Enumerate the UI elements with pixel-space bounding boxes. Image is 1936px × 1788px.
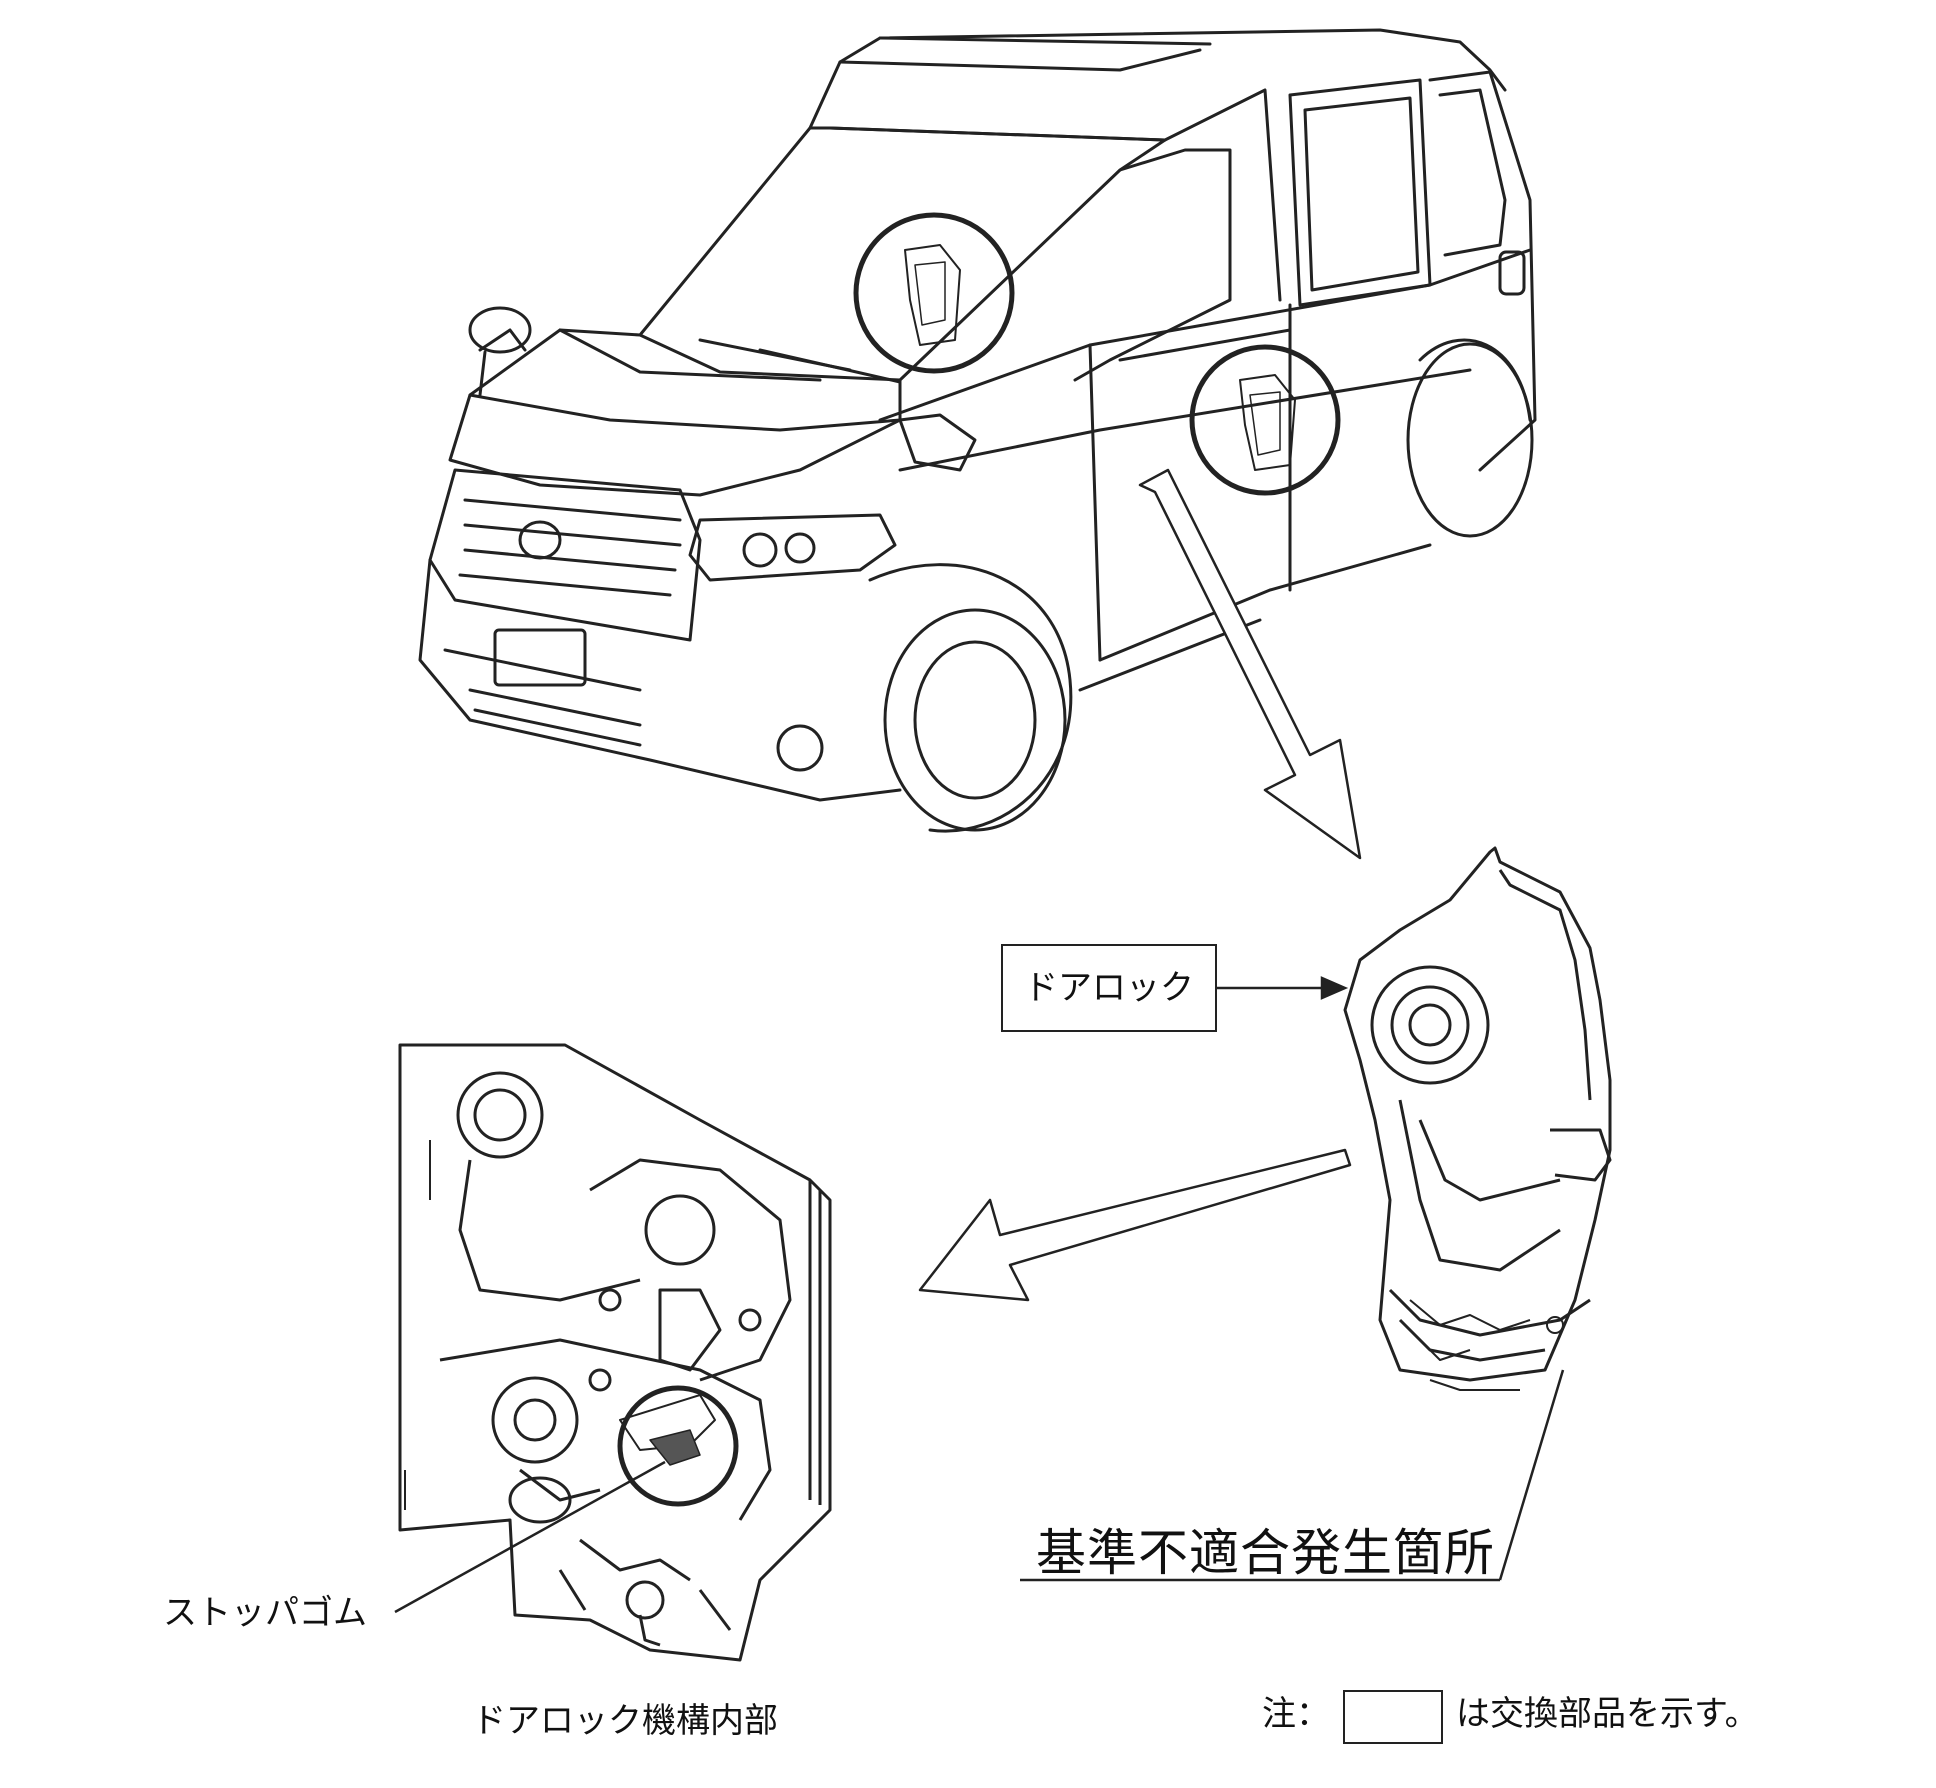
- note-replacement-box: [1343, 1690, 1443, 1744]
- mechanism-interior-caption: ドアロック機構内部: [472, 1701, 778, 1741]
- stopper-rubber-label: ストッパゴム: [163, 1593, 367, 1633]
- door-lock-interior-mechanism: [398, 1043, 832, 1662]
- door-lock-leader: [1217, 976, 1349, 1000]
- callout-arrow: [918, 1148, 1352, 1302]
- door-lock-label: ドアロック: [1001, 944, 1217, 1032]
- note-prefix: 注：: [1262, 1694, 1330, 1734]
- highlight-circle: [1189, 344, 1341, 496]
- callout-arrow: [1138, 468, 1362, 860]
- car-illustration: [418, 28, 1537, 833]
- highlight-circle: [617, 1385, 739, 1507]
- note-suffix: は交換部品を示す。: [1456, 1694, 1759, 1734]
- highlight-circle: [853, 212, 1015, 374]
- door-lock-label-text: ドアロック: [1024, 968, 1194, 1008]
- fault-location-leader: [1020, 1369, 1565, 1582]
- fault-location-label: 基準不適合発生箇所: [1036, 1524, 1495, 1582]
- stopper-rubber-leader: [394, 1460, 666, 1614]
- door-lock-part: [1343, 846, 1612, 1391]
